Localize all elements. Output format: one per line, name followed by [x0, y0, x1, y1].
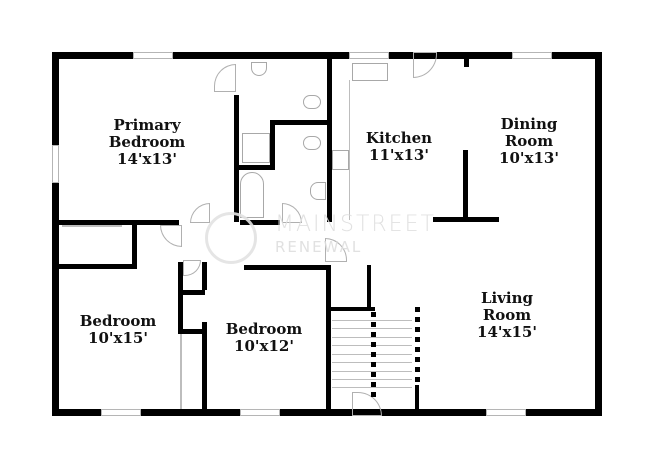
interior-wall	[178, 329, 205, 334]
watermark-logo-icon	[205, 212, 257, 264]
bathtub-icon	[240, 172, 264, 218]
interior-wall	[132, 220, 137, 269]
window	[101, 409, 141, 416]
interior-wall	[244, 265, 330, 270]
room-label-primary-bedroom: Primary Bedroom 14'x13'	[108, 116, 186, 168]
sink-icon	[251, 62, 267, 76]
interior-wall	[234, 95, 239, 222]
sink-icon	[310, 182, 326, 200]
interior-wall	[464, 59, 469, 67]
interior-wall	[270, 120, 275, 170]
exterior-wall-left	[52, 52, 59, 416]
exterior-wall-bottom	[52, 409, 602, 416]
window	[349, 52, 389, 59]
window	[133, 52, 173, 59]
window	[512, 52, 552, 59]
interior-wall	[178, 262, 183, 332]
interior-wall	[202, 262, 207, 290]
door	[183, 260, 201, 276]
interior-wall	[240, 220, 280, 225]
door	[214, 64, 236, 92]
window	[240, 409, 280, 416]
room-label-bedroom-2: Bedroom 10'x12'	[225, 320, 303, 355]
shower-icon	[242, 133, 270, 163]
closet-door	[62, 225, 122, 227]
kitchen-sink	[352, 63, 388, 81]
entry-door-top	[413, 52, 437, 78]
toilet-icon	[303, 136, 321, 150]
interior-wall	[330, 307, 375, 311]
interior-wall	[463, 150, 468, 220]
watermark-brand: MAINSTREET	[275, 212, 436, 237]
entry-door-bottom	[352, 392, 382, 416]
interior-wall	[327, 52, 332, 222]
toilet-icon	[303, 95, 321, 109]
window	[52, 145, 59, 183]
stove-icon	[332, 150, 349, 170]
kitchen-counter	[349, 80, 350, 220]
interior-wall	[326, 265, 331, 412]
interior-wall	[270, 120, 330, 125]
window	[486, 409, 526, 416]
interior-wall	[367, 265, 371, 310]
interior-wall	[178, 290, 205, 295]
closet-door	[180, 334, 182, 409]
room-label-living-room: Living Room 14'x15'	[477, 289, 537, 341]
interior-wall	[234, 165, 275, 170]
room-label-bedroom-1: Bedroom 10'x15'	[79, 312, 157, 347]
door	[190, 203, 210, 223]
room-label-kitchen: Kitchen 11'x13'	[365, 129, 433, 164]
room-label-dining-room: Dining Room 10'x13'	[499, 115, 559, 167]
interior-wall	[59, 220, 179, 225]
interior-wall	[202, 322, 207, 412]
door	[160, 225, 182, 247]
interior-wall	[59, 264, 136, 269]
exterior-wall-right	[595, 52, 602, 416]
watermark-sub: RENEWAL	[275, 238, 363, 256]
